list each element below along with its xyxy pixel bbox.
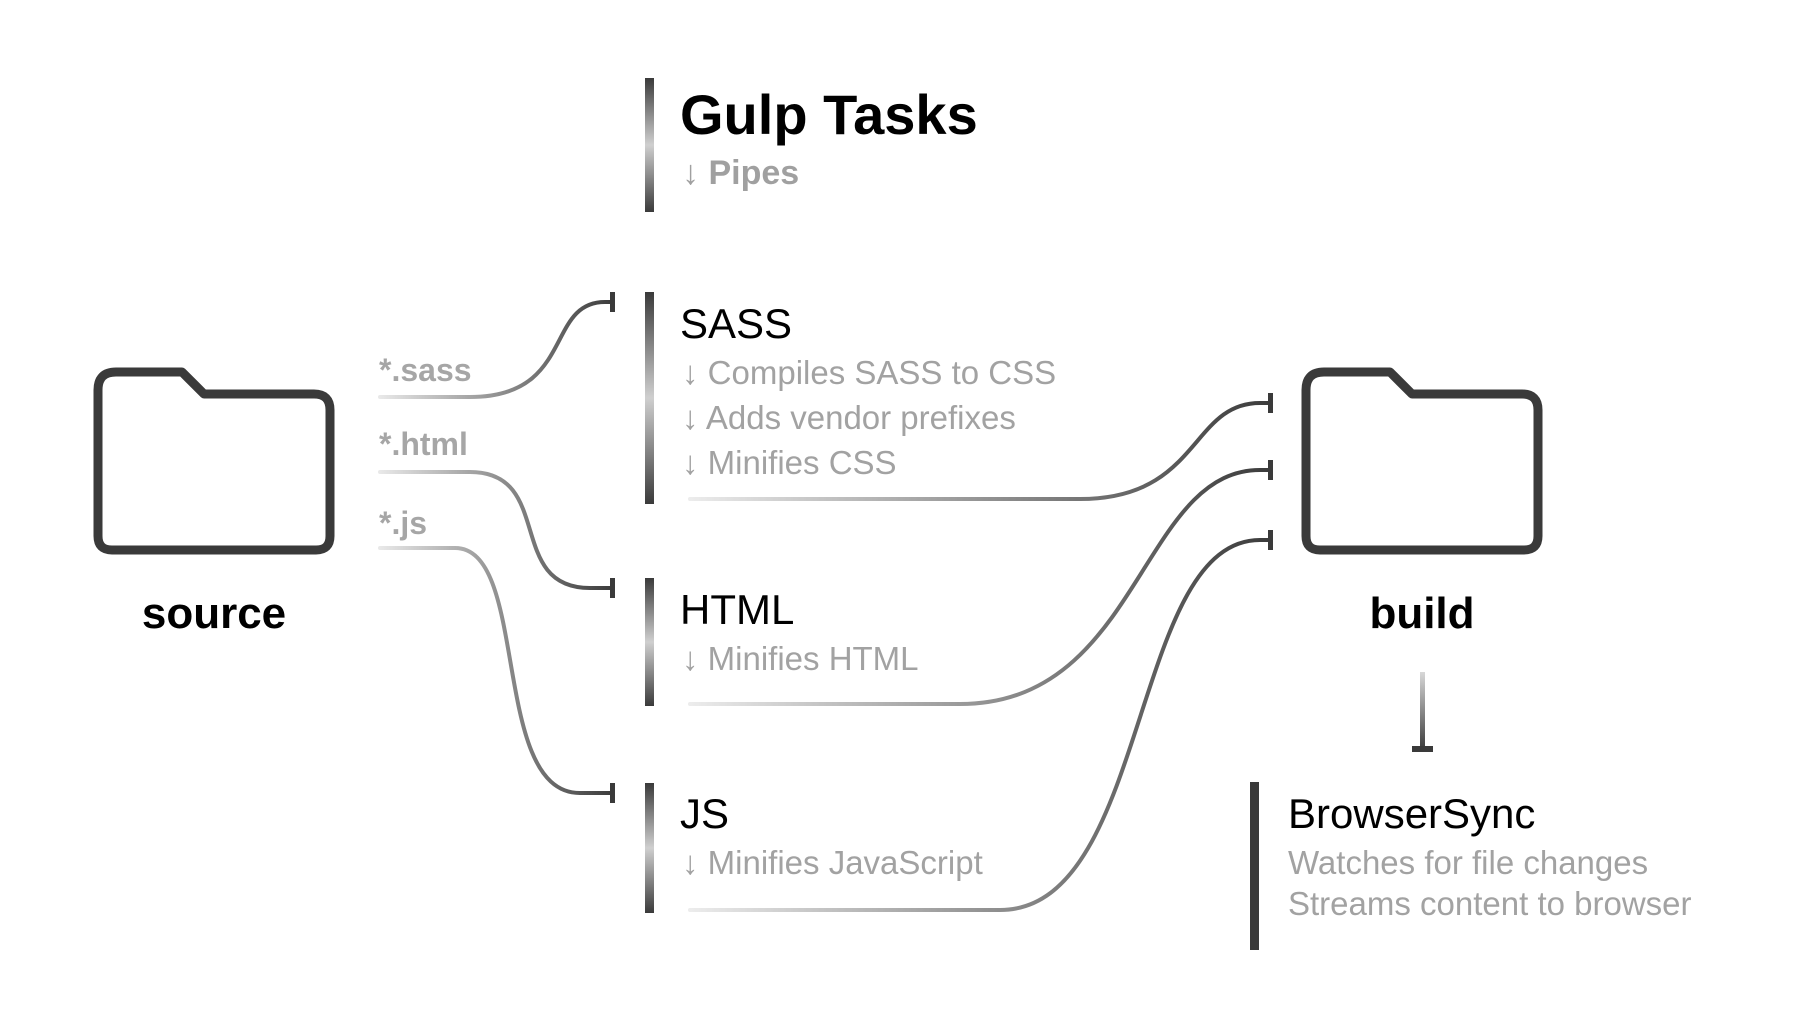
output-pipes [688,393,1273,912]
pipe-html-out [688,468,1272,706]
page-subtitle: ↓ Pipes [682,154,799,192]
folder-icon [1301,367,1543,555]
task-bar [645,578,654,706]
browsersync: BrowserSync Watches for file changes Str… [1250,782,1692,950]
pipe-cap [610,783,615,803]
pipe-html-in [378,470,614,590]
task-html: HTML ↓ Minifies HTML [645,578,919,706]
task-step: ↓ Minifies CSS [682,444,897,481]
browsersync-line: Watches for file changes [1288,844,1648,881]
task-bar [645,292,654,504]
task-sass: SASS ↓ Compiles SASS to CSS ↓ Adds vendo… [645,292,1056,504]
pipe-sass-out [688,401,1272,501]
browsersync-title: BrowserSync [1288,790,1535,837]
task-step: ↓ Compiles SASS to CSS [682,354,1056,391]
pipe-cap [1268,460,1273,480]
pipe-cap [610,292,615,312]
pipe-cap [610,578,615,598]
task-title: SASS [680,300,792,347]
task-bar [645,783,654,913]
glob-js: *.js [379,505,427,541]
browsersync-bar [1250,782,1259,950]
connector-line [1420,672,1425,750]
browsersync-line: Streams content to browser [1288,885,1692,922]
page-title: Gulp Tasks [680,83,978,146]
build-label: build [1369,589,1474,638]
pipe-js-in [378,546,614,795]
pipe-cap [1268,530,1273,550]
task-title: HTML [680,586,794,633]
glob-sass: *.sass [379,352,472,388]
source-label: source [142,589,286,638]
task-step: ↓ Adds vendor prefixes [682,399,1016,436]
pipe-sass-in [378,300,614,399]
task-js: JS ↓ Minifies JavaScript [645,783,983,913]
task-step: ↓ Minifies HTML [682,640,919,677]
source-folder: source [93,367,335,638]
folder-icon [93,367,335,555]
task-step: ↓ Minifies JavaScript [682,844,983,881]
header: Gulp Tasks ↓ Pipes [645,78,978,212]
glob-html: *.html [379,426,468,462]
build-folder: build [1301,367,1543,638]
glob-labels: *.sass *.html *.js [379,352,472,541]
connector-cap [1412,746,1433,752]
header-bar [645,78,654,212]
input-pipes [378,292,615,803]
build-to-browsersync [1412,672,1433,752]
pipe-js-out [688,538,1272,912]
pipe-cap [1268,393,1273,413]
task-title: JS [680,790,729,837]
